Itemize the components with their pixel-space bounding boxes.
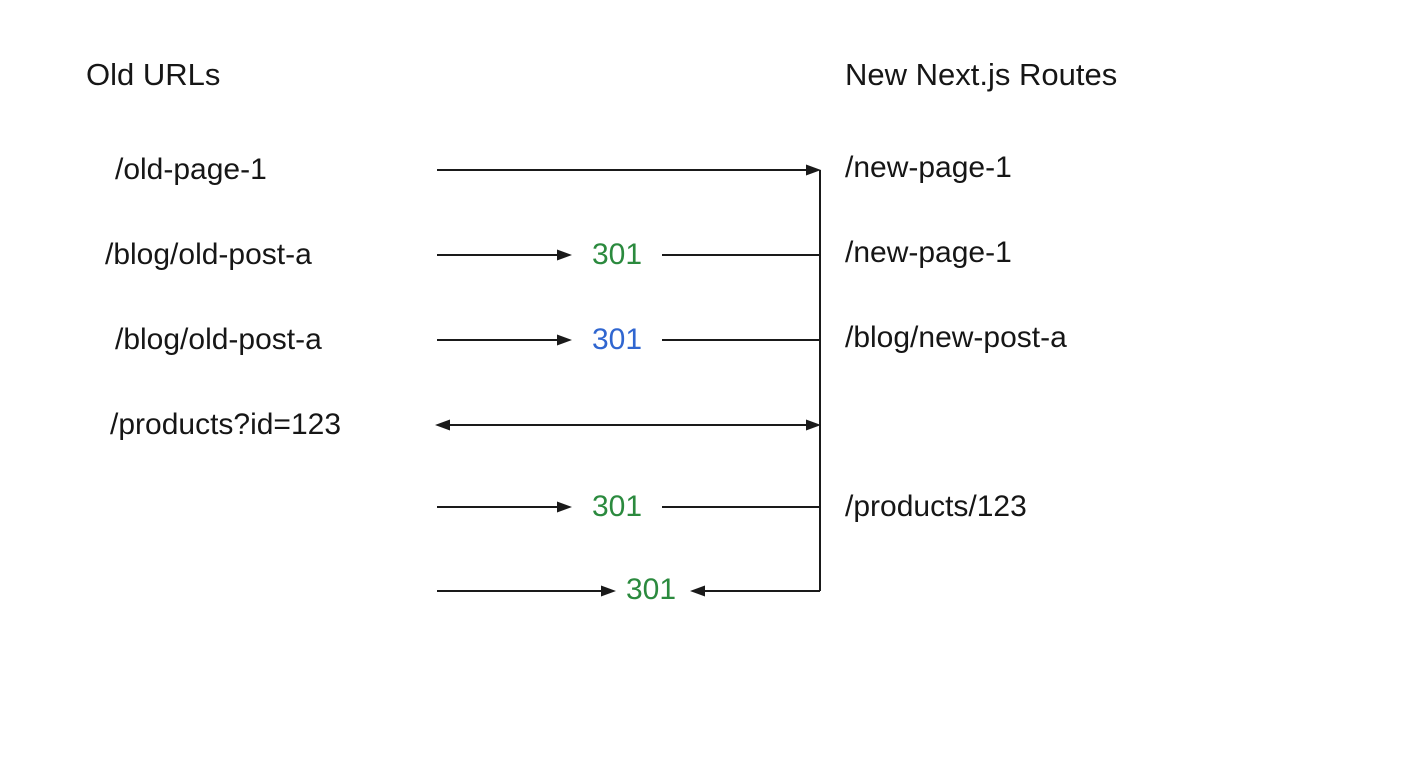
arrow-row4-head-right-icon — [806, 419, 821, 431]
old-url-old-page-1: /old-page-1 — [115, 153, 267, 186]
new-route-new-page-1-b: /new-page-1 — [845, 236, 1012, 269]
status-301-row2: 301 — [591, 238, 643, 271]
arrow-row6-head-left-icon — [690, 585, 705, 597]
new-route-blog-new-post-a: /blog/new-post-a — [845, 321, 1067, 354]
status-301-row5: 301 — [591, 490, 643, 523]
arrow-row6-head-right-icon — [601, 585, 616, 597]
new-routes-header: New Next.js Routes — [845, 57, 1118, 92]
arrow-row2-head-icon — [557, 249, 572, 261]
arrow-row1-head-right-icon — [806, 164, 821, 176]
new-route-products-123: /products/123 — [845, 490, 1027, 523]
new-route-new-page-1-a: /new-page-1 — [845, 151, 1012, 184]
arrow-row5-head-icon — [557, 501, 572, 513]
old-url-blog-old-post-a-2: /blog/old-post-a — [115, 323, 322, 356]
status-301-row6: 301 — [625, 573, 677, 606]
status-301-row3: 301 — [591, 323, 643, 356]
old-url-products-query: /products?id=123 — [110, 408, 342, 441]
old-urls-header: Old URLs — [86, 57, 221, 92]
old-url-blog-old-post-a-1: /blog/old-post-a — [105, 238, 312, 271]
arrow-row4-head-left-icon — [435, 419, 450, 431]
arrow-row3-head-icon — [557, 334, 572, 346]
